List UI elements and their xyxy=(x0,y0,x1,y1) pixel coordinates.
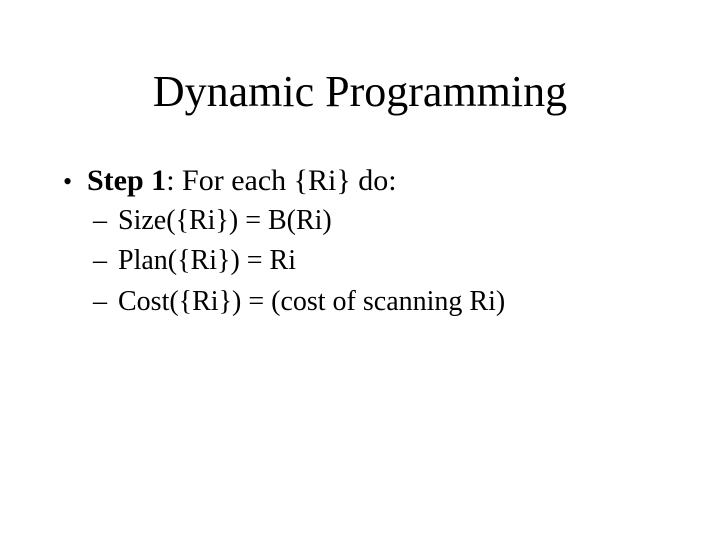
sub-bullet-item: –Size({Ri}) = B(Ri) xyxy=(93,205,332,237)
dash-marker: – xyxy=(93,205,107,236)
step-label-rest: : For each {Ri} do: xyxy=(166,164,397,197)
sub-bullet-item: –Cost({Ri}) = (cost of scanning Ri) xyxy=(93,286,505,318)
bullet-item-step1: • Step 1: For each {Ri} do: xyxy=(63,164,397,199)
sub-bullet-text: Size({Ri}) = B(Ri) xyxy=(118,205,332,236)
bullet-marker: • xyxy=(63,167,73,196)
sub-bullet-text: Plan({Ri}) = Ri xyxy=(118,245,297,276)
step-label-bold: Step 1 xyxy=(87,164,167,197)
sub-bullet-item: –Plan({Ri}) = Ri xyxy=(93,245,296,277)
slide-title: Dynamic Programming xyxy=(152,67,568,116)
dash-marker: – xyxy=(93,286,107,317)
sub-bullet-text: Cost({Ri}) = (cost of scanning Ri) xyxy=(118,286,506,317)
dash-marker: – xyxy=(93,245,107,276)
